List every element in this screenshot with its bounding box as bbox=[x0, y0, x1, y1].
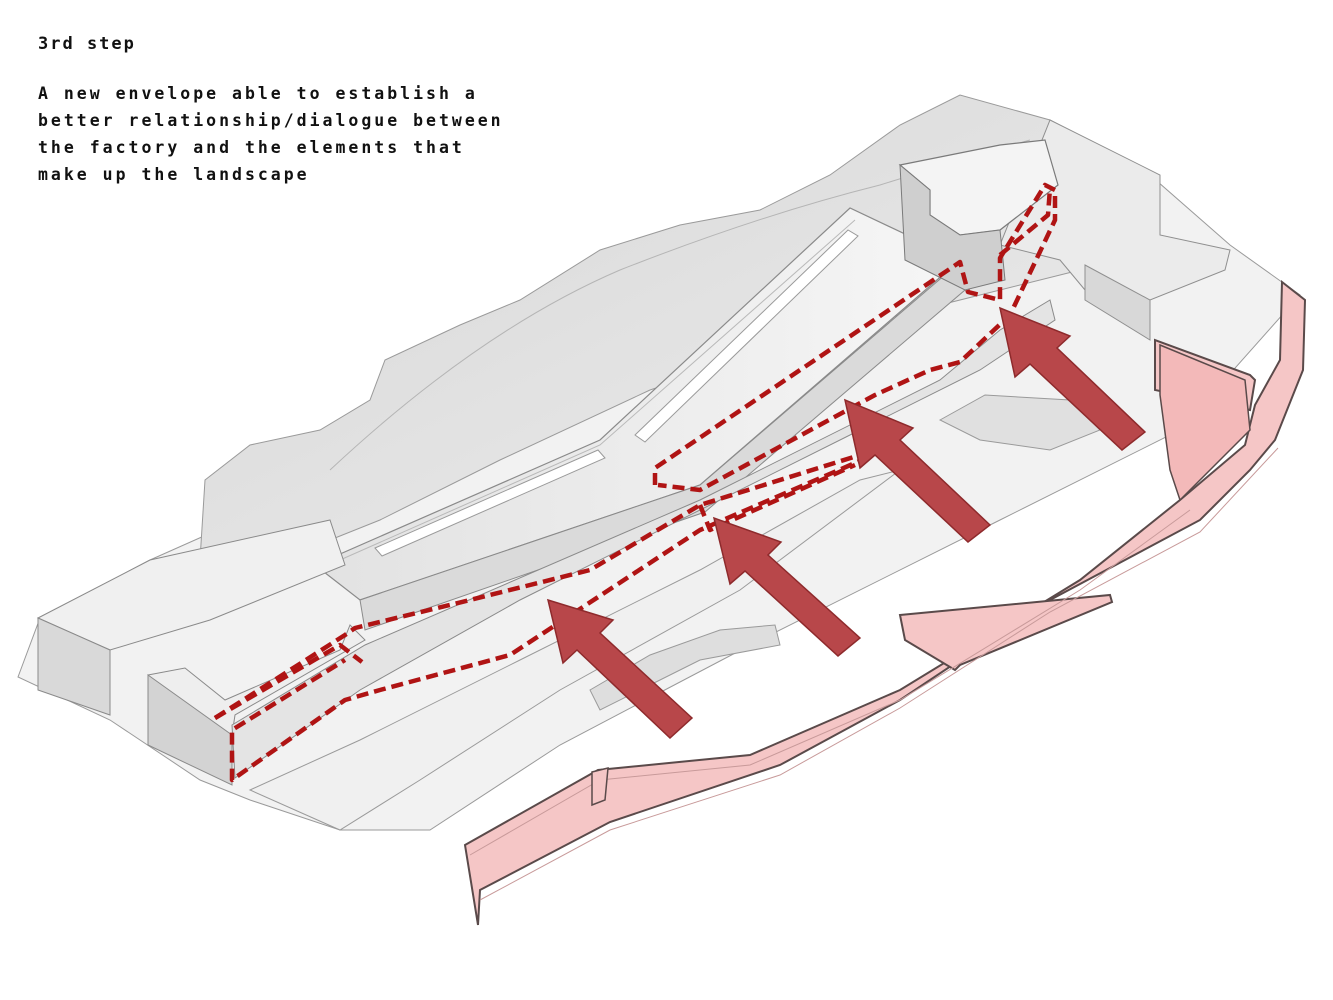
arrow-2 bbox=[712, 516, 862, 657]
diagram-caption: 3rd step A new envelope able to establis… bbox=[38, 34, 508, 188]
road-group bbox=[463, 279, 1307, 926]
factory-roof-ridge bbox=[339, 219, 856, 561]
arrow-1 bbox=[546, 598, 694, 740]
arrow-4 bbox=[998, 306, 1147, 451]
envelope-outline-left bbox=[213, 642, 364, 720]
right-terrain-front bbox=[1084, 264, 1151, 341]
factory-skylight-2 bbox=[634, 229, 859, 443]
road-ramp bbox=[898, 593, 1114, 672]
road-lane-line-2 bbox=[469, 509, 1191, 856]
envelope-outline-middle bbox=[697, 462, 856, 533]
left-block-1-front bbox=[37, 617, 111, 716]
step-description: A new envelope able to establish a bette… bbox=[38, 84, 504, 184]
road-lane-line-1 bbox=[479, 447, 1279, 901]
left-block-2-front bbox=[147, 674, 233, 786]
tower-block-side bbox=[899, 163, 1006, 291]
road-branch-right bbox=[1159, 343, 1251, 502]
envelope-outline-upper-right bbox=[998, 187, 1053, 257]
road-small-spur bbox=[591, 767, 609, 807]
arrow-3 bbox=[843, 398, 992, 543]
right-terrain-block bbox=[999, 119, 1231, 301]
factory-skylight-1 bbox=[374, 449, 606, 557]
arrow-group bbox=[546, 306, 1147, 740]
step-title: 3rd step bbox=[38, 34, 136, 54]
